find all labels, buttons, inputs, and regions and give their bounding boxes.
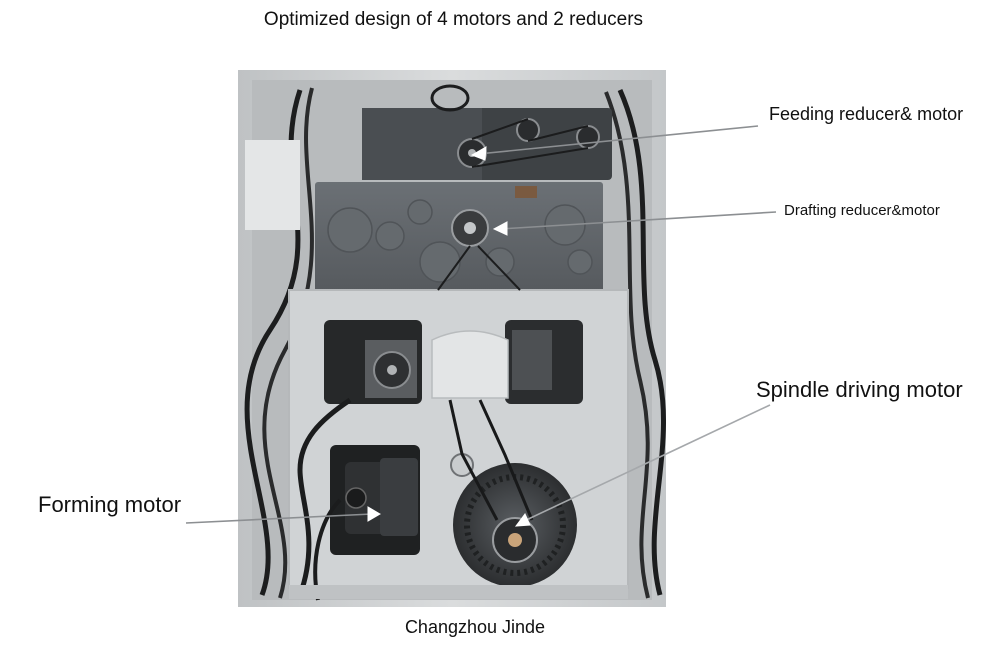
figure-caption: Changzhou Jinde <box>404 617 546 637</box>
label-spindle-driving-motor: Spindle driving motor <box>756 377 963 402</box>
drive-belt <box>448 399 534 521</box>
right-cable <box>617 88 667 596</box>
arrowhead-feeding <box>470 146 487 161</box>
base-rail <box>289 585 628 599</box>
label-drafting-reducer-motor: Drafting reducer&motor <box>784 202 940 219</box>
arrowhead-drafting <box>492 221 508 236</box>
figure-title: Optimized design of 4 motors and 2 reduc… <box>263 9 644 30</box>
label-feeding-reducer-motor: Feeding reducer& motor <box>769 104 964 124</box>
arrow-forming <box>185 513 373 524</box>
arrow-feeding <box>477 125 759 155</box>
tensioner-pulley <box>450 453 474 477</box>
left-cable-2 <box>262 87 314 599</box>
arrowhead-spindle <box>514 513 531 527</box>
arrow-spindle <box>521 404 771 523</box>
label-forming-motor: Forming motor <box>38 492 182 517</box>
feeding-pulley-3 <box>576 125 600 149</box>
right-cable-2 <box>604 91 650 599</box>
arrow-drafting <box>499 211 777 230</box>
left-side-box <box>245 140 300 230</box>
belt-guard <box>431 330 509 399</box>
arrowhead-forming <box>367 506 381 522</box>
